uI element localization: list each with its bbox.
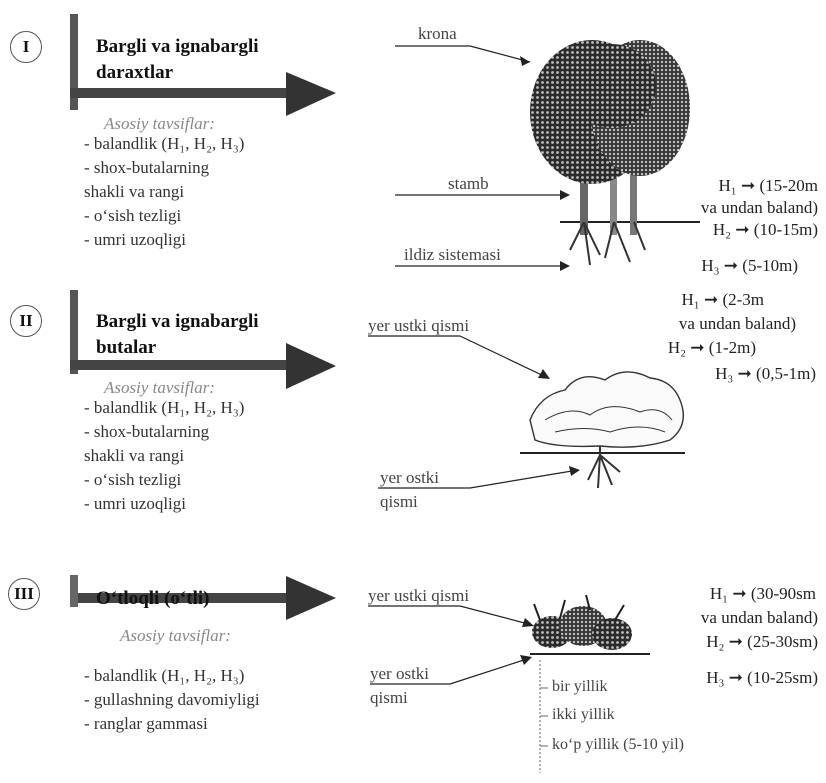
tree-height-h3: H₃ ➞ (5-10m)	[701, 256, 798, 275]
label-yer-ostki: yer ostki	[380, 468, 440, 487]
feature-item: - shox-butalarning	[84, 158, 210, 177]
label-ildiz-sistemasi: ildiz sistemasi	[404, 245, 501, 264]
tree-height-h1: H₁ ➞ (15-20m	[718, 176, 819, 195]
shrub-height-h1: H₁ ➞ (2-3m	[681, 290, 765, 309]
section-2-subtitle: Asosiy tavsiflar:	[104, 378, 215, 397]
tree-illustration	[530, 40, 700, 266]
label-yer-ustki-qismi-grass: yer ustki qismi	[368, 586, 470, 605]
section-1-subtitle: Asosiy tavsiflar:	[104, 114, 215, 133]
label-yer-ostki-grass: yer ostki	[370, 664, 430, 683]
feature-item: - balandlik (H₁, H₂, H₃)	[84, 134, 245, 153]
grass-height-h2: H₂ ➞ (25-30sm)	[706, 632, 818, 651]
section-1-number: I	[10, 31, 42, 63]
grass-illustration	[530, 594, 650, 773]
section-3-arrow	[70, 575, 336, 620]
shrub-label-lines	[368, 335, 580, 489]
tree-height-h1-note: va undan baland)	[700, 198, 818, 217]
section-3-number: III	[8, 578, 40, 610]
section-1-title: Bargli va ignabargli daraxtlar	[96, 34, 259, 86]
duration-biennial: ikki yillik	[552, 706, 615, 723]
section-2-number: II	[10, 305, 42, 337]
feature-item: - o‘sish tezligi	[84, 206, 182, 225]
grass-height-h3: H₃ ➞ (10-25sm)	[706, 668, 818, 687]
section-2-features: - balandlik (H₁, H₂, H₃) - shox-butalarn…	[84, 396, 244, 516]
section-2-title-line1: Bargli va ignabargli	[96, 311, 259, 332]
feature-item: - umri uzoqligi	[84, 230, 186, 249]
feature-item: shakli va rangi	[84, 182, 185, 201]
section-1-title-line2: daraxtlar	[96, 62, 174, 83]
section-3-title: O‘tloqli (o‘tli)	[96, 588, 210, 609]
grass-height-h1: H₁ ➞ (30-90sm	[709, 584, 816, 603]
feature-item: - balandlik (H₁, H₂, H₃)	[84, 398, 245, 417]
section-1-title-line1: Bargli va ignabargli	[96, 36, 259, 57]
feature-item: - umri uzoqligi	[84, 494, 186, 513]
section-1-arrow	[70, 14, 336, 116]
feature-item: - gullashning davomiyligi	[84, 690, 260, 709]
label-yer-ustki-qismi: yer ustki qismi	[368, 316, 470, 335]
shrub-height-h2: H₂ ➞ (1-2m)	[667, 338, 756, 357]
section-3-subtitle: Asosiy tavsiflar:	[120, 626, 231, 645]
shrub-height-h3: H₃ ➞ (0,5-1m)	[715, 364, 816, 383]
label-krona: krona	[418, 24, 457, 43]
section-2-title-line2: butalar	[96, 337, 157, 358]
feature-item: - shox-butalarning	[84, 422, 210, 441]
feature-item: - balandlik (H₁, H₂, H₃)	[84, 666, 245, 685]
label-qismi-grass: qismi	[370, 688, 408, 707]
grass-height-h1-note: va undan baland)	[700, 608, 818, 627]
duration-annual: bir yillik	[552, 678, 608, 695]
feature-item: - ranglar gammasi	[84, 714, 208, 733]
shrub-illustration	[520, 371, 685, 489]
section-2-title: Bargli va ignabargli butalar	[96, 309, 259, 361]
feature-item: shakli va rangi	[84, 446, 185, 465]
label-stamb: stamb	[448, 174, 489, 193]
feature-item: - o‘sish tezligi	[84, 470, 182, 489]
shrub-height-h1-note: va undan baland)	[678, 314, 796, 333]
tree-label-lines	[395, 45, 570, 271]
duration-perennial: ko‘p yillik (5-10 yil)	[552, 736, 684, 753]
tree-height-h2: H₂ ➞ (10-15m)	[712, 220, 818, 239]
section-2-arrow	[70, 290, 336, 389]
section-3-features: - balandlik (H₁, H₂, H₃) - gullashning d…	[84, 664, 260, 736]
label-qismi: qismi	[380, 492, 418, 511]
grass-label-lines	[368, 605, 534, 685]
section-1-features: - balandlik (H₁, H₂, H₃) - shox-butalarn…	[84, 132, 244, 252]
